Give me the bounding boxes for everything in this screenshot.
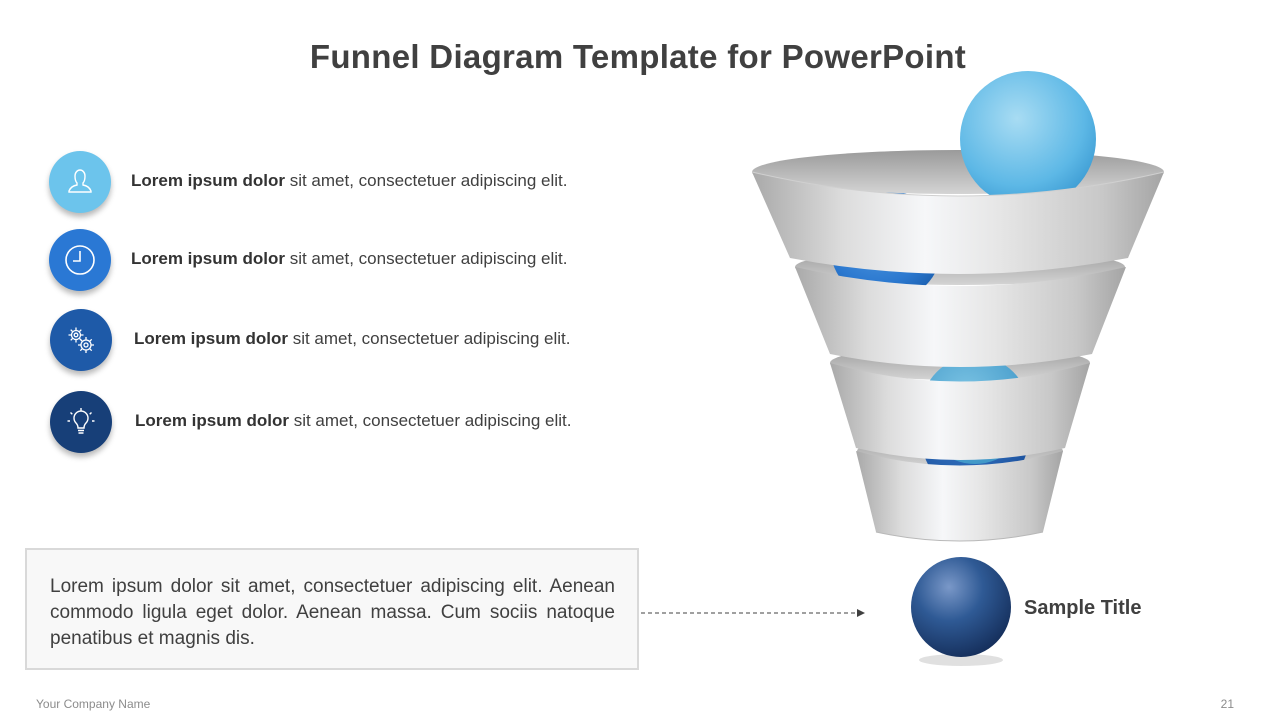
item-3-text: Lorem ipsum dolor sit amet, consectetuer…	[134, 329, 571, 348]
list-item-2: Lorem ipsum dolor sit amet, consectetuer…	[49, 229, 609, 293]
person-icon	[68, 169, 92, 193]
item-4-badge	[50, 391, 112, 453]
list-item-1: Lorem ipsum dolor sit amet, consectetuer…	[49, 151, 609, 215]
item-2-badge	[49, 229, 111, 291]
footer-company: Your Company Name	[36, 697, 151, 711]
page-number: 21	[1220, 697, 1234, 711]
clock-icon	[65, 245, 95, 275]
item-3-badge	[50, 309, 112, 371]
item-4-text: Lorem ipsum dolor sit amet, consectetuer…	[135, 411, 572, 430]
item-1-badge	[49, 151, 111, 213]
output-ball	[911, 557, 1011, 657]
lightbulb-icon	[67, 408, 95, 434]
output-label: Sample Title	[1024, 597, 1142, 619]
item-2-text: Lorem ipsum dolor sit amet, consectetuer…	[131, 249, 568, 268]
list-item-4: Lorem ipsum dolor sit amet, consectetuer…	[50, 391, 610, 455]
dashed-arrow	[641, 609, 865, 617]
list-item-3: Lorem ipsum dolor sit amet, consectetuer…	[50, 309, 610, 373]
item-1-text: Lorem ipsum dolor sit amet, consectetuer…	[131, 171, 568, 190]
ball-1	[960, 71, 1096, 207]
description-box: Lorem ipsum dolor sit amet, consectetuer…	[25, 548, 639, 670]
slide-title: Funnel Diagram Template for PowerPoint	[309, 38, 967, 75]
gears-icon	[68, 327, 94, 353]
funnel-graphic	[751, 71, 1165, 666]
